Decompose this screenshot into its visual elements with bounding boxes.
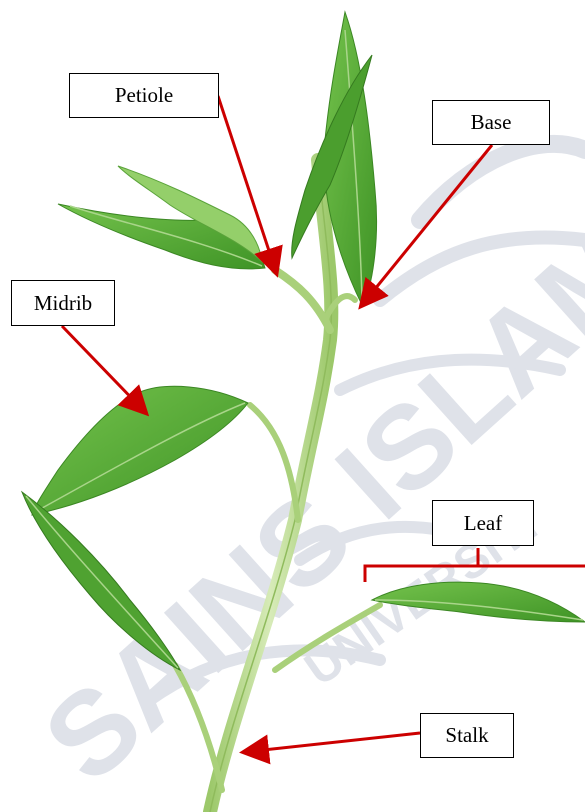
label-stalk: Stalk xyxy=(420,713,514,758)
label-leaf: Leaf xyxy=(432,500,534,546)
label-petiole: Petiole xyxy=(69,73,219,118)
midrib-arrow xyxy=(62,326,145,412)
label-base: Base xyxy=(432,100,550,145)
base-arrow xyxy=(362,145,492,305)
label-midrib: Midrib xyxy=(11,280,115,326)
stalk-arrow xyxy=(245,733,420,752)
